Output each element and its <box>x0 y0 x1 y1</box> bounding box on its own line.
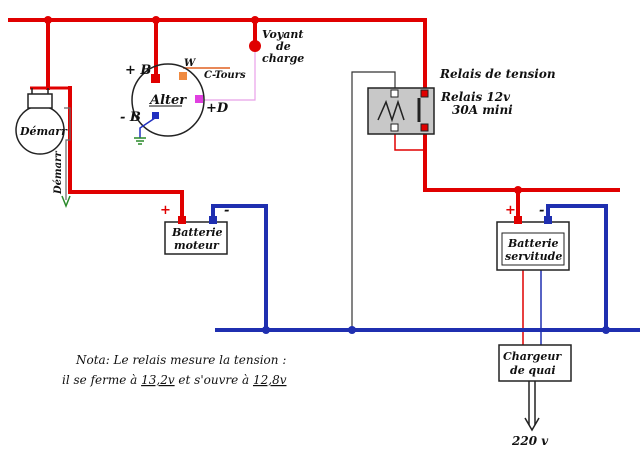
relay-output-wire <box>423 128 620 192</box>
starter-motor: Démarr Démarr <box>15 88 71 209</box>
note-close-prefix: il se ferme à <box>62 373 141 387</box>
junction-dot <box>348 326 356 334</box>
relay-coil-icon <box>377 99 405 123</box>
engine-battery: Batterie moteur + - <box>160 203 229 255</box>
engine-battery-positive-post <box>178 216 186 224</box>
relay-coil-red-wire <box>394 130 425 151</box>
note-open-prefix: et s'ouvre à <box>175 373 253 387</box>
starter-solenoid <box>27 93 53 109</box>
note-line-1: Nota: Le relais mesure la tension : <box>75 353 286 367</box>
engine-battery-minus-sign: - <box>224 203 229 218</box>
relay-terminal <box>420 123 429 132</box>
alternator-body <box>131 63 205 137</box>
alternator-b-minus-terminal <box>152 112 159 119</box>
junction-dot <box>514 186 522 194</box>
engine-battery-body <box>164 221 228 255</box>
service-battery-label-2: servitude <box>505 250 562 263</box>
junction-dot <box>152 16 160 24</box>
charger-label-1: Chargeur <box>503 350 562 363</box>
alternator-b-plus-terminal <box>151 74 160 83</box>
engine-battery-negative-wire <box>211 204 268 330</box>
service-battery-negative-wire <box>546 204 608 330</box>
service-battery: Batterie servitude + - <box>496 203 570 271</box>
mains-arrow <box>524 417 540 432</box>
voyant-label-2: de <box>276 40 291 53</box>
negative-wires <box>211 204 640 332</box>
service-battery-label-1: Batterie <box>507 237 559 250</box>
relay-spec-label-2: 30A mini <box>452 103 513 117</box>
junction-dot <box>44 16 52 24</box>
shore-charger: Chargeur de quai 220 v <box>498 344 572 448</box>
junction-dot <box>251 16 259 24</box>
ground-junction-dots <box>262 326 610 334</box>
service-battery-plus-sign: + <box>505 203 516 218</box>
relay-spec-label-1: Relais 12v <box>440 90 511 104</box>
terminal-ctours-label: C-Tours <box>204 70 246 81</box>
junction-dots <box>44 16 522 194</box>
service-battery-positive-post <box>514 216 522 224</box>
engine-battery-plus-sign: + <box>160 203 171 218</box>
engine-battery-negative-post <box>209 216 217 224</box>
service-battery-inner-frame <box>501 232 565 266</box>
alternator-label: Alter <box>148 93 187 108</box>
alternator-w-terminal <box>179 72 187 80</box>
voyant-label-1: Voyant <box>262 28 303 41</box>
ground-symbol-icon <box>134 137 146 145</box>
voyant-label-3: charge <box>262 52 304 65</box>
lamp-to-d-plus-wire <box>204 52 256 101</box>
starter-control-arrow-icon <box>61 195 71 209</box>
alternator-ground-wire <box>139 117 156 138</box>
mains-label: 220 v <box>511 434 549 448</box>
positive-wires <box>8 18 620 222</box>
starter-wire-label: Démarr <box>53 151 64 195</box>
terminal-d-plus-label: +D <box>206 101 229 116</box>
charger-body <box>498 344 572 382</box>
relay-title-label: Relais de tension <box>439 67 556 81</box>
engine-battery-label-1: Batterie <box>171 226 223 239</box>
terminal-b-plus-label: + B <box>125 63 151 78</box>
note-block: Nota: Le relais mesure la tension : il s… <box>62 353 287 387</box>
relay-terminal <box>420 89 429 98</box>
starter-terminal-link <box>31 88 49 94</box>
voltage-relay: Relais de tension Relais 12v 30A mini <box>367 67 556 135</box>
note-open-value: 12,8v <box>253 373 287 387</box>
engine-battery-label-2: moteur <box>174 239 220 252</box>
charger-label-2: de quai <box>510 364 556 377</box>
junction-dot <box>602 326 610 334</box>
service-battery-negative-post <box>544 216 552 224</box>
mains-cable <box>528 380 536 425</box>
note-close-value: 13,2v <box>141 373 175 387</box>
junction-dot <box>262 326 270 334</box>
alternator-d-plus-terminal <box>195 95 203 103</box>
charge-lamp-icon <box>249 40 261 52</box>
starter-control-wire <box>64 107 71 200</box>
relay-sense-wire <box>351 71 396 330</box>
alternator: Alter + B W C-Tours +D - B <box>120 58 246 145</box>
relay-terminal <box>390 89 399 98</box>
note-line-2: il se ferme à 13,2v et s'ouvre à 12,8v <box>62 373 287 387</box>
starter-label: Démarr <box>19 125 68 138</box>
relay-terminal <box>390 123 399 132</box>
terminal-b-minus-label: - B <box>120 110 141 125</box>
terminal-w-label: W <box>184 58 197 69</box>
service-battery-minus-sign: - <box>539 203 544 218</box>
